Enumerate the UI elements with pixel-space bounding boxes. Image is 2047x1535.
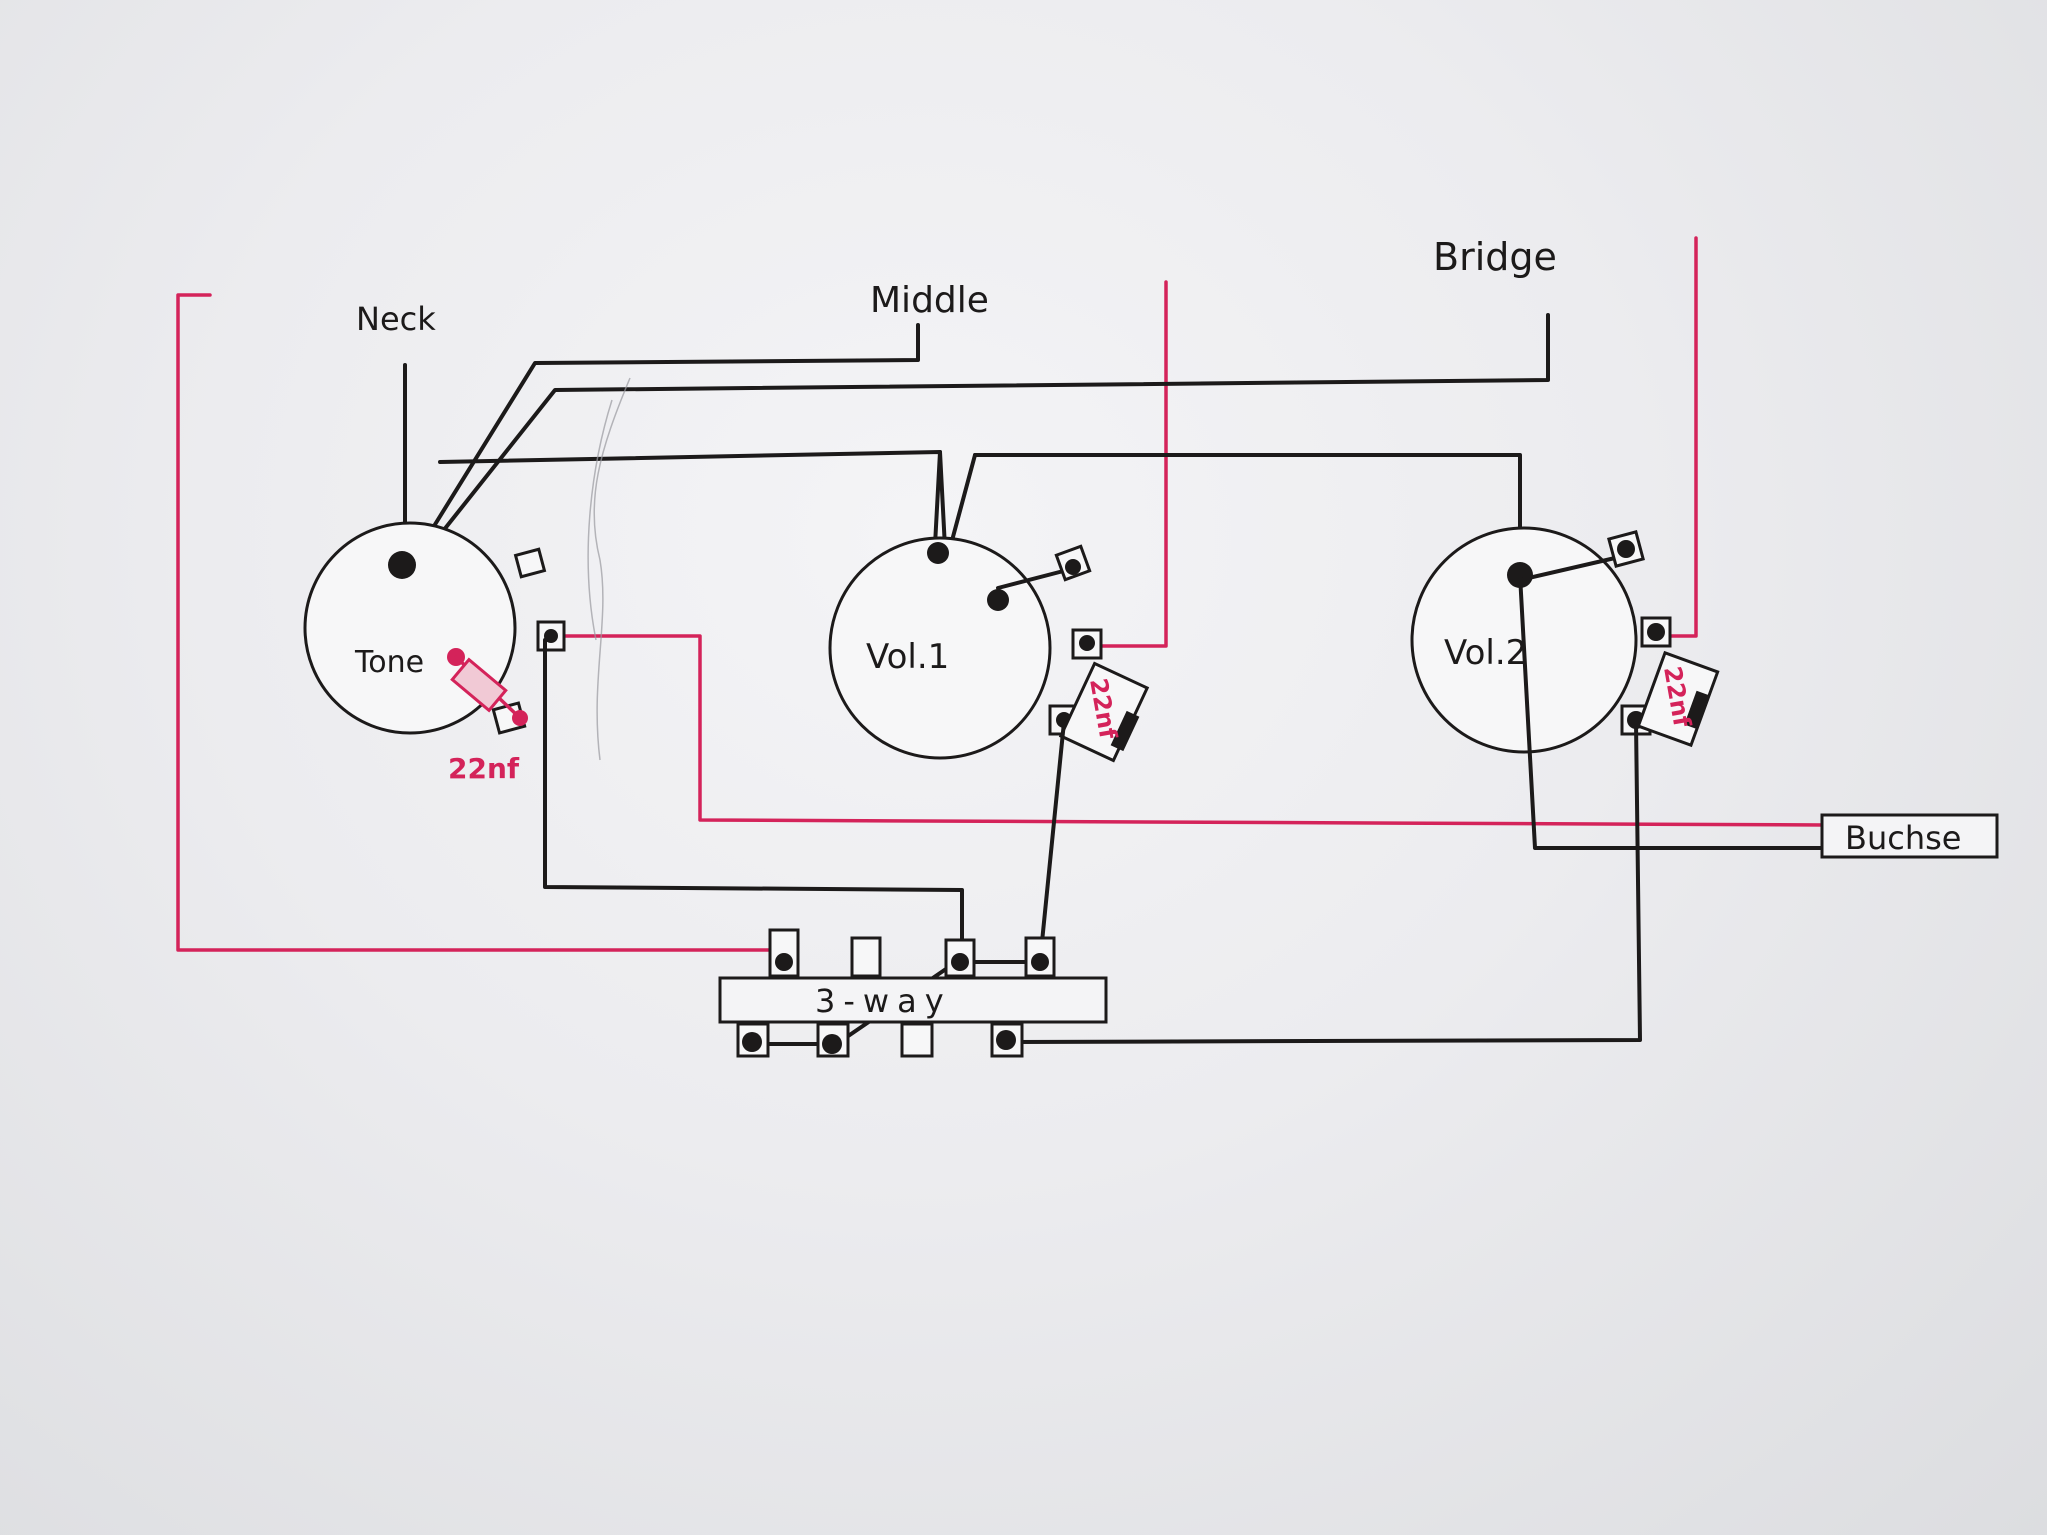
- pickup-leads: [403, 313, 1550, 570]
- bridge-lead: [418, 313, 1550, 562]
- vol2-to-jack-ground: [1518, 573, 1827, 850]
- switch-lug-top-2: [850, 936, 882, 978]
- middle-label: Middle: [870, 280, 989, 321]
- output-jack: Buchse: [1820, 813, 1999, 859]
- vol1-wiper-wire: [933, 450, 942, 547]
- switch-label: 3-way: [815, 982, 952, 1020]
- pencil-scribble: [587, 377, 631, 761]
- vol1-to-vol2-wire: [973, 453, 1522, 570]
- tone-to-vol1-wire: [438, 450, 947, 550]
- tone-center-terminal: [388, 551, 416, 579]
- tone-lug-right: [536, 620, 566, 652]
- red-wire-vol1-ground: [1086, 280, 1168, 648]
- switch-lug-bottom-3: [900, 1022, 934, 1058]
- neck-label: Neck: [356, 300, 436, 338]
- vol2-lug-right: [1640, 616, 1672, 648]
- tone-label: Tone: [354, 645, 424, 680]
- tone-lug-top: [513, 547, 547, 579]
- vol1-inner-wire: [948, 453, 977, 550]
- vol2-to-switch-wire: [1008, 720, 1642, 1044]
- red-wire-vol2-ground: [1656, 236, 1698, 638]
- vol1-capacitor: 22nf: [1058, 661, 1150, 763]
- tone-pot: Tone 22nf: [303, 521, 566, 785]
- vol2-pot: 22nf Vol.2: [1410, 526, 1720, 754]
- tone-cap-label: 22nf: [448, 752, 520, 785]
- middle-lead: [411, 323, 920, 562]
- vol2-label: Vol.2: [1444, 633, 1527, 673]
- tone-capacitor: [447, 648, 522, 720]
- bridge-label: Bridge: [1433, 235, 1557, 279]
- vol2-capacitor: 22nf: [1636, 650, 1720, 748]
- three-way-switch: 3-way: [718, 928, 1108, 1058]
- vol1-to-switch-wire: [1038, 720, 1066, 964]
- black-wires: [543, 573, 1827, 1046]
- red-wire-tone-to-jack: [550, 634, 1827, 827]
- tone-to-switch-wire: [543, 638, 964, 960]
- vol1-pot: 22nf Vol.1: [828, 536, 1150, 763]
- vol1-label: Vol.1: [866, 637, 949, 677]
- jack-label: Buchse: [1845, 819, 1961, 857]
- vol1-center-terminal: [927, 542, 949, 564]
